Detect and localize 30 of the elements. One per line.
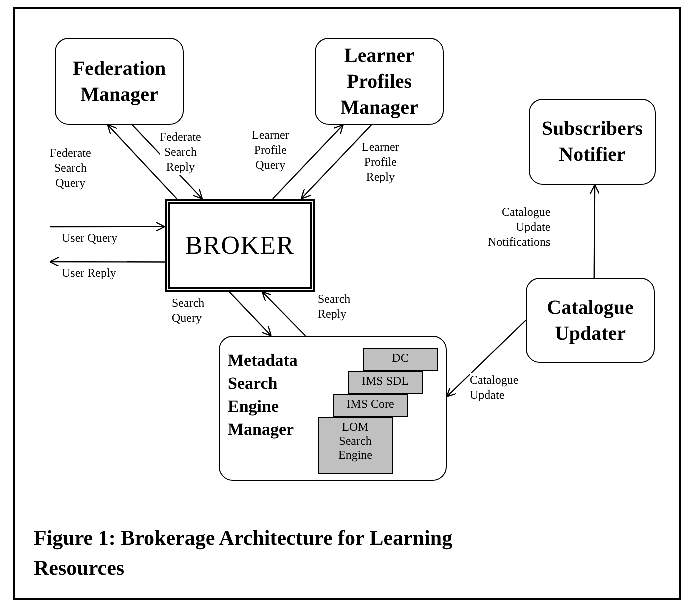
edge-label: Search Query: [172, 296, 205, 326]
edge-label: Federate Search Query: [50, 146, 92, 191]
edge-label: Search Reply: [318, 292, 351, 322]
edge-label: Learner Profile Query: [252, 128, 290, 173]
arrow: [272, 124, 344, 200]
arrow: [49, 256, 165, 268]
engine-card: IMS SDL: [348, 371, 423, 394]
edge-label: User Reply: [62, 266, 116, 281]
arrow: [300, 124, 372, 200]
arrow: [107, 124, 178, 200]
manager-title: Metadata Search Engine Manager: [228, 350, 298, 441]
component-box: Federation Manager: [55, 38, 184, 125]
manager-box: [219, 336, 447, 481]
edge-label: Learner Profile Reply: [362, 140, 400, 185]
engine-card: DC: [363, 348, 438, 371]
arrow: [229, 292, 272, 337]
arrow: [446, 320, 526, 398]
engine-card: LOM Search Engine: [318, 417, 393, 474]
edge-label: Federate Search Reply: [160, 130, 202, 175]
component-box: Learner Profiles Manager: [315, 38, 444, 125]
component-box: Subscribers Notifier: [529, 99, 656, 185]
arrow: [262, 291, 306, 336]
component-box: Catalogue Updater: [526, 278, 655, 363]
engine-card: IMS Core: [333, 394, 408, 417]
figure-caption: Figure 1: Brokerage Architecture for Learning Resources: [34, 525, 454, 582]
broker-box: BROKER: [165, 199, 315, 292]
edge-label: User Query: [62, 231, 118, 246]
edge-label: Catalogue Update: [470, 373, 519, 403]
arrow: [590, 184, 600, 278]
arrow: [50, 222, 166, 232]
